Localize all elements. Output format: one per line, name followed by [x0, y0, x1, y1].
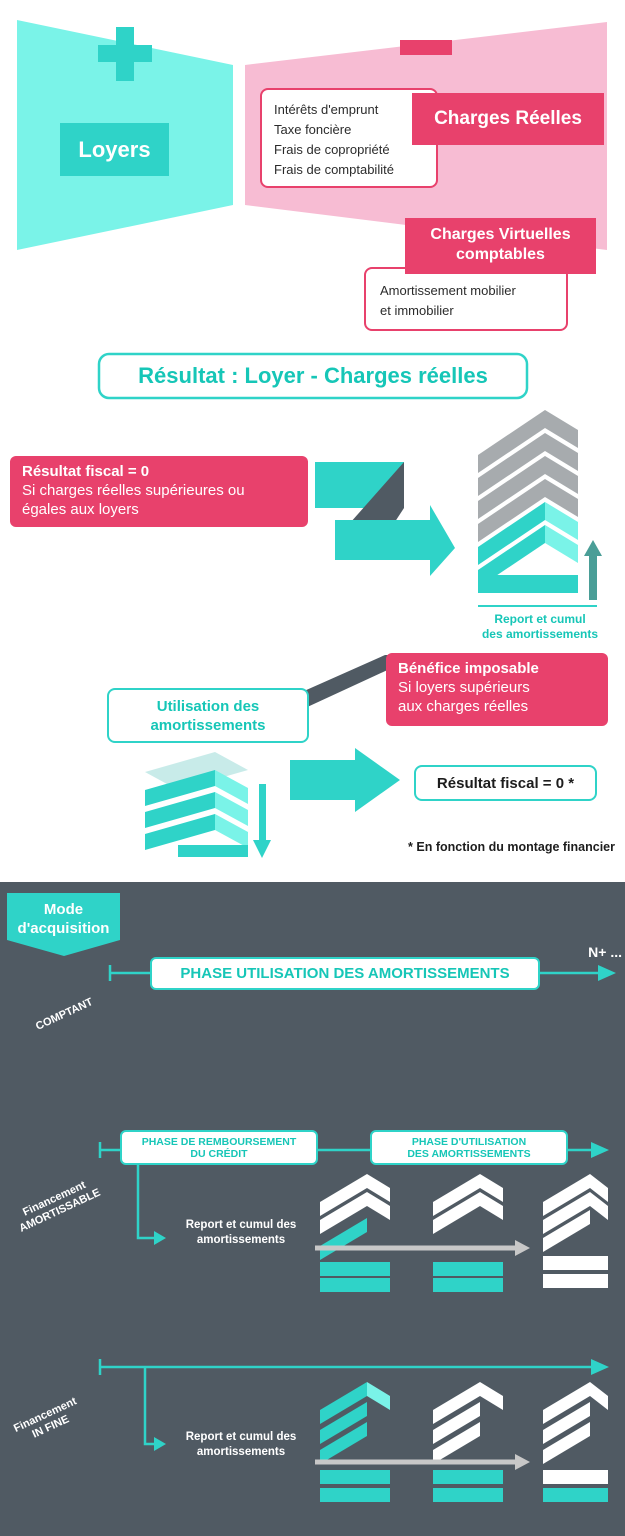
amortissement-box: Amortissement mobilier et immobilier [364, 267, 568, 331]
resultat-fiscal-zero-title: Résultat fiscal = 0 [22, 463, 150, 480]
buildings-row-infine [315, 1382, 608, 1502]
mode-acquisition-label: Mode d'acquisition [7, 900, 120, 938]
mode-badge [7, 893, 120, 956]
charge-item: Frais de copropriété [274, 142, 390, 157]
footnote: * En fonction du montage financier [408, 840, 615, 854]
resultat-fiscal-zero-box: Résultat fiscal = 0 Si charges réelles s… [10, 456, 308, 527]
utilisation-line: amortissements [150, 717, 266, 734]
report-line: Report et cumul des [185, 1431, 297, 1443]
charge-item: Frais de comptabilité [274, 162, 394, 177]
phase-utilisation-box: PHASE UTILISATION DES AMORTISSEMENTS [150, 957, 540, 990]
resultat-title: Résultat : Loyer - Charges réelles [138, 363, 488, 388]
charge-item: Intérêts d'emprunt [274, 102, 379, 117]
resultat-fiscal-zero-line: égales aux loyers [22, 501, 139, 518]
resultat-fiscal-star-box: Résultat fiscal = 0 * [414, 765, 597, 801]
mode-line: Mode [43, 901, 84, 918]
building-base [478, 502, 578, 593]
phase-remboursement-box: PHASE DE REMBOURSEMENT DU CRÉDIT [120, 1130, 318, 1165]
benefice-line: Si loyers supérieurs [398, 679, 530, 696]
phase-utilisation-amortissements-box: PHASE D'UTILISATION DES AMORTISSEMENTS [370, 1130, 568, 1165]
acquisition-panel [0, 882, 625, 1536]
building-top [478, 410, 578, 542]
z-arrow [335, 505, 455, 576]
charges-reelles-list: Intérêts d'emprunt Taxe foncière Frais d… [260, 88, 438, 188]
report-cumul-line: des amortissements [481, 627, 599, 641]
amortissement-line: Amortissement mobilier [380, 283, 516, 298]
phase-utilisation-line2: DES AMORTISSEMENTS [407, 1147, 531, 1160]
benefice-line: aux charges réelles [398, 698, 529, 715]
charges-reelles-title: Charges Réelles [412, 93, 604, 145]
arrow-to-result [290, 748, 400, 812]
benefice-box: Bénéfice imposable Si loyers supérieurs … [386, 653, 608, 726]
report-line: Report et cumul des [185, 1219, 297, 1231]
utilisation-line: Utilisation des [156, 698, 260, 715]
report-cumul-line: Report et cumul [494, 612, 586, 626]
utilisation-box: Utilisation des amortissements [107, 688, 309, 743]
up-arrow [589, 555, 597, 600]
charges-virtuelles-line1: Charges Virtuelles [430, 226, 571, 243]
small-building [145, 752, 248, 857]
report-cumul-amortissable: Report et cumul des amortissements [166, 1218, 316, 1248]
down-arrow [259, 784, 266, 843]
phase-remboursement-line2: DU CRÉDIT [190, 1147, 248, 1160]
resultat-title-box [97, 352, 529, 400]
benefice-title: Bénéfice imposable [398, 660, 539, 677]
charges-virtuelles-title: Charges Virtuelles comptables [405, 218, 596, 274]
report-cumul-label: Report et cumul des amortissements [470, 612, 610, 642]
minus-icon [400, 40, 452, 55]
report-line: amortissements [196, 1234, 286, 1246]
loyers-label-bg [60, 123, 169, 176]
report-cumul-infine: Report et cumul des amortissements [166, 1430, 316, 1460]
charges-virtuelles-line2: comptables [456, 246, 545, 263]
resultat-fiscal-zero-line: Si charges réelles supérieures ou [22, 482, 245, 499]
loyers-label: Loyers [78, 136, 151, 162]
mode-line: d'acquisition [17, 920, 110, 937]
report-line: amortissements [196, 1446, 286, 1458]
n-plus-label: N+ ... [588, 944, 622, 960]
phase-remboursement-line1: PHASE DE REMBOURSEMENT [141, 1135, 297, 1148]
phase-utilisation-line1: PHASE D'UTILISATION [411, 1135, 527, 1148]
buildings-row-amortissable [315, 1174, 608, 1292]
charge-item: Taxe foncière [274, 122, 352, 137]
amortissement-line: et immobilier [380, 303, 454, 318]
